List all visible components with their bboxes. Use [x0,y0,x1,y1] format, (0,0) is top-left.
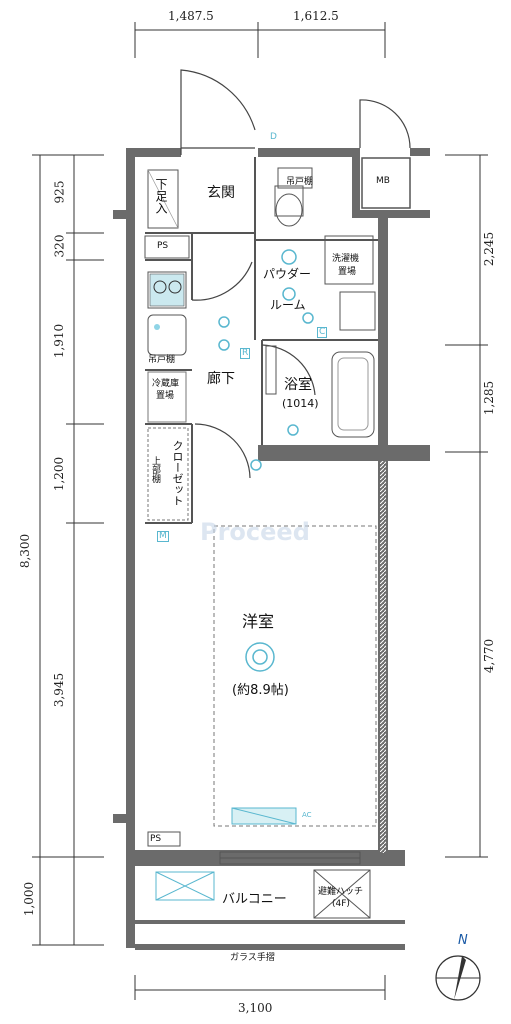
label-mb: MB [376,176,390,186]
wall-hatch [380,461,386,853]
symbol-m: M [157,531,169,542]
label-closet: クローゼット [171,440,184,506]
label-powder-2: ルーム [270,298,306,312]
fridge-space [147,371,187,423]
label-western-size: (約8.9帖) [232,683,289,698]
label-north: N [458,933,468,948]
label-hatch-1: 避難ハッチ [318,887,364,897]
dim-top-left: 1,487.5 [168,9,214,23]
top-dimension-lines [134,22,386,58]
dim-left-3: 1,200 [52,456,67,492]
symbol-c: C [317,327,328,338]
label-hanger: 吊戸棚 [148,355,176,365]
mb-box [361,157,411,209]
dim-top-right: 1,612.5 [293,9,339,23]
dim-left-4: 3,945 [52,672,67,708]
bath-mirror [265,345,277,395]
label-balcony: バルコニー [222,892,287,907]
label-fridge-2: 置場 [156,391,175,401]
ps-box-bottom [147,831,181,847]
partitions [145,157,378,524]
dim-left-2: 1,910 [52,323,67,359]
label-fridge-1: 冷蔵庫 [152,379,180,389]
label-hatch-2: (4F) [332,899,350,909]
label-glass-rail: ガラス手摺 [230,953,275,963]
light-fixtures [218,249,314,672]
dim-left-5: 1,000 [22,881,37,917]
label-shitabako: 下足入 [154,178,168,214]
label-bath-size: (1014) [282,397,319,410]
dim-left-total: 8,300 [18,533,33,569]
dim-right-0: 2,245 [482,231,497,267]
balcony-water-heater [155,871,215,901]
label-upper-shelf: 上部棚 [150,456,160,483]
label-ps-bottom: PS [150,834,162,844]
toilet [274,167,313,227]
stove [147,271,187,309]
escape-hatch [313,869,371,919]
label-ps-top: PS [157,241,169,251]
north-compass-icon [435,955,481,1001]
label-washer-1: 洗濯機 [332,254,360,264]
label-western: 洋室 [242,612,275,631]
right-dimension-lines [445,154,488,858]
dim-left-0: 925 [52,180,67,204]
label-washer-2: 置場 [338,267,357,277]
label-upper-hanger: 吊戸棚 [286,177,314,187]
label-hallway: 廊下 [207,371,235,387]
symbol-ac: AC [302,811,312,819]
western-room-outline [213,525,377,827]
closet-box [147,427,189,521]
label-powder-1: パウダー [263,267,312,281]
window-balcony [219,851,361,865]
label-genkan: 玄関 [207,185,235,201]
dim-right-2: 4,770 [482,638,497,674]
ps-box-top [144,235,190,259]
dim-right-1: 1,285 [482,380,497,416]
cabinet-right [339,291,376,331]
bottom-dimension-lines [134,975,386,1000]
dim-bottom: 3,100 [238,1001,273,1015]
kitchen-sink [147,314,187,356]
left-dimension-lines [32,154,104,946]
label-bath: 浴室 [284,377,312,393]
symbol-d: D [270,132,277,142]
washer-area [324,235,374,285]
watermark-text: Proceed [200,518,310,546]
symbol-r: R [240,348,251,359]
doors [180,69,411,479]
shoe-cabinet [147,169,179,229]
dim-left-1: 320 [52,234,67,258]
bathtub [331,351,375,438]
